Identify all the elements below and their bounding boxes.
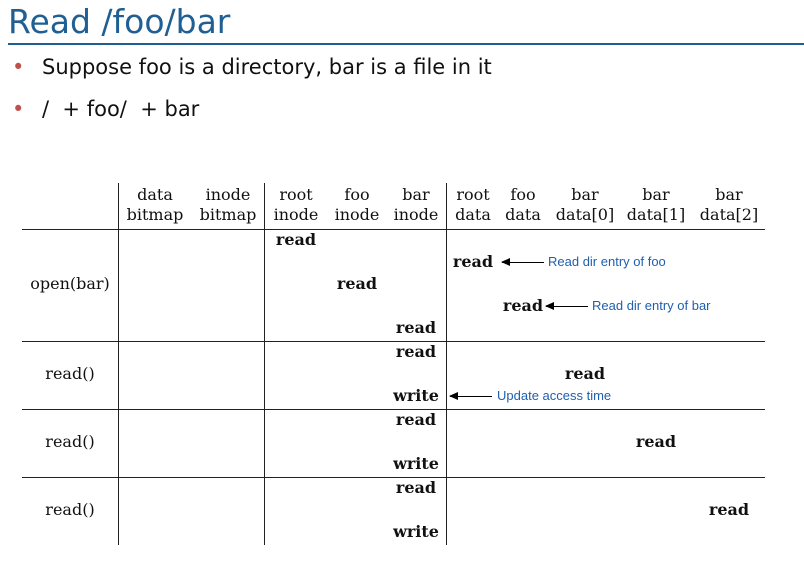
annotation-foo-dir-entry: Read dir entry of foo xyxy=(548,254,666,269)
bullet-dot: • xyxy=(12,55,25,79)
op-read2-bar-inode-write: write xyxy=(393,454,439,473)
header-divider xyxy=(22,229,765,230)
op-open-bar-inode-read: read xyxy=(395,318,437,337)
bullet-dot: • xyxy=(12,97,25,121)
op-open-root-data-read: read xyxy=(452,252,494,271)
title-rule xyxy=(8,43,804,45)
row-label-read-1: read() xyxy=(45,364,95,383)
op-read2-bar-data1-read: read xyxy=(635,432,677,451)
column-divider-bitmaps xyxy=(264,183,265,545)
op-read3-bar-inode-write: write xyxy=(393,522,439,541)
op-read1-bar-data0-read: read xyxy=(564,364,606,383)
op-read1-bar-inode-read: read xyxy=(395,342,437,361)
column-divider-label xyxy=(118,183,119,545)
row-divider-3 xyxy=(22,477,765,478)
arrow-left-icon xyxy=(545,302,588,310)
bullet-text: Suppose foo is a directory, bar is a fil… xyxy=(42,55,492,79)
row-label-read-2: read() xyxy=(45,432,95,451)
op-read3-bar-data2-read: read xyxy=(708,500,750,519)
slide-title: Read /foo/bar xyxy=(8,2,231,41)
bullet-1: • Suppose foo is a directory, bar is a fi… xyxy=(12,55,492,79)
op-open-foo-data-read: read xyxy=(502,296,544,315)
column-divider-inodes xyxy=(446,183,447,545)
op-open-foo-inode-read: read xyxy=(336,274,378,293)
op-read1-bar-inode-write: write xyxy=(393,386,439,405)
arrow-left-icon xyxy=(501,258,544,266)
annotation-bar-dir-entry: Read dir entry of bar xyxy=(592,298,711,313)
row-label-read-3: read() xyxy=(45,500,95,519)
bullet-text: / + foo/ + bar xyxy=(42,97,200,121)
row-label-open: open(bar) xyxy=(30,274,110,293)
op-open-root-inode-read: read xyxy=(275,230,317,249)
bullet-2: • / + foo/ + bar xyxy=(12,97,199,121)
row-divider-1 xyxy=(22,341,765,342)
row-divider-2 xyxy=(22,409,765,410)
op-read3-bar-inode-read: read xyxy=(395,478,437,497)
arrow-left-icon xyxy=(449,392,492,400)
annotation-update-access-time: Update access time xyxy=(497,388,612,403)
op-read2-bar-inode-read: read xyxy=(395,410,437,429)
